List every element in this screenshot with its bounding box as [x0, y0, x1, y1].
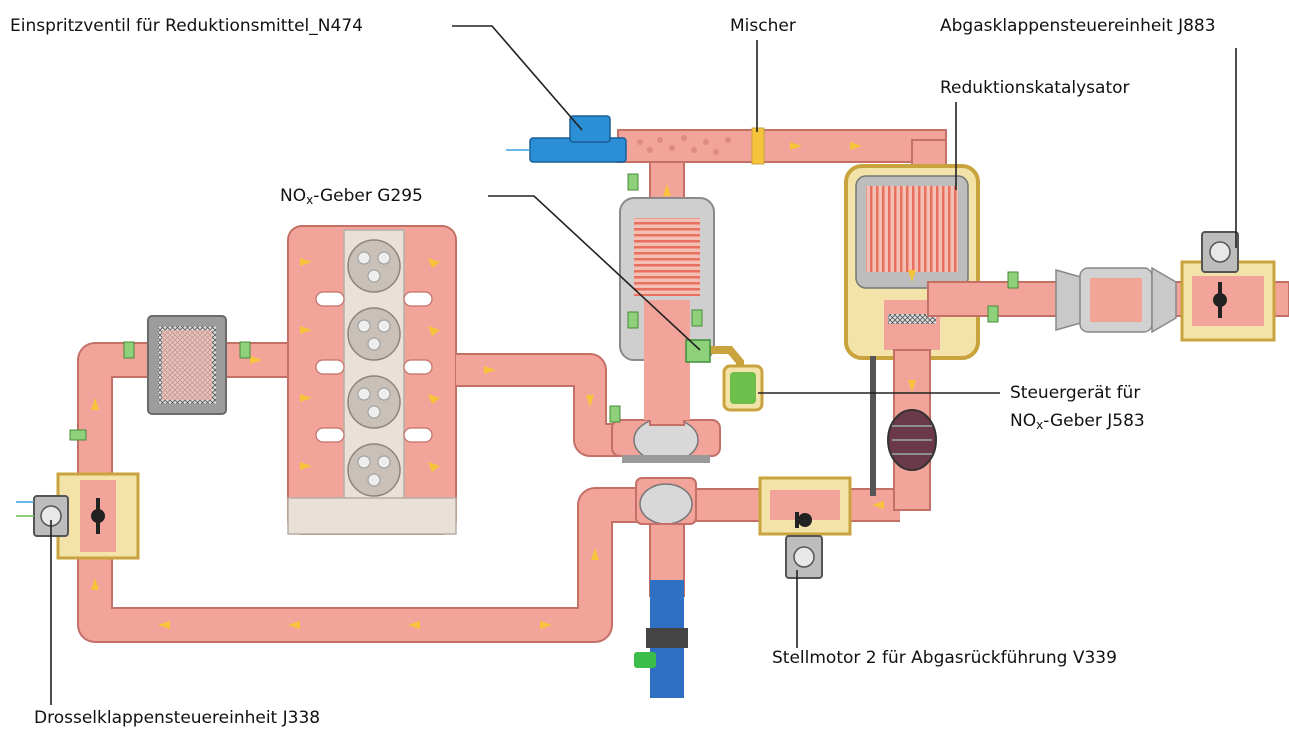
label-g295-suffix: -Geber G295: [313, 186, 423, 206]
engine-block: [287, 225, 457, 535]
charge-air-cooler: [147, 315, 227, 415]
label-j583-subscript: x: [1036, 418, 1044, 432]
label-g295-prefix: NO: [280, 186, 307, 206]
flow-arrows-intake: [91, 356, 599, 629]
label-nox-sensor-g295: NOx-Geber G295: [280, 186, 423, 206]
label-injector-n474: Einspritzventil für Reduktionsmittel_N47…: [10, 16, 363, 36]
label-scr-catalyst: Reduktionskatalysator: [940, 78, 1130, 98]
nox-sensor-g295: [685, 339, 764, 412]
label-g295-subscript: x: [306, 193, 314, 207]
flow-arrows-engine: [300, 258, 440, 472]
scr-catalyst: [844, 164, 980, 360]
label-exhaust-flap-j883: Abgasklappensteuereinheit J883: [940, 16, 1216, 36]
sensor-fittings-right: [609, 173, 1019, 423]
egr-return-pipe: [870, 349, 937, 511]
leader-lines: [50, 25, 1237, 705]
label-j583-suffix: -Geber J583: [1043, 411, 1145, 431]
sensor-fittings-left: [69, 341, 251, 441]
injector-n474: [506, 115, 627, 163]
throttle-unit-j338: [16, 472, 140, 560]
particulate-filter: [619, 197, 715, 420]
turbocharger: [611, 417, 721, 525]
label-throttle-j338: Drosselklappensteuereinheit J338: [34, 708, 321, 728]
label-mischer: Mischer: [730, 16, 796, 36]
engine-exhaust-pipe: [456, 353, 620, 457]
label-control-unit-j583-line2: NOx-Geber J583: [1010, 411, 1145, 431]
label-control-unit-j583-line1: Steuergerät für: [1010, 383, 1141, 403]
label-egr-motor-v339: Stellmotor 2 für Abgasrückführung V339: [772, 648, 1117, 668]
top-exhaust-pipe: [617, 127, 947, 165]
exhaust-flap-unit-j883: [1180, 231, 1276, 342]
fresh-air-intake: [634, 523, 688, 698]
label-j583-prefix: NO: [1010, 411, 1037, 431]
